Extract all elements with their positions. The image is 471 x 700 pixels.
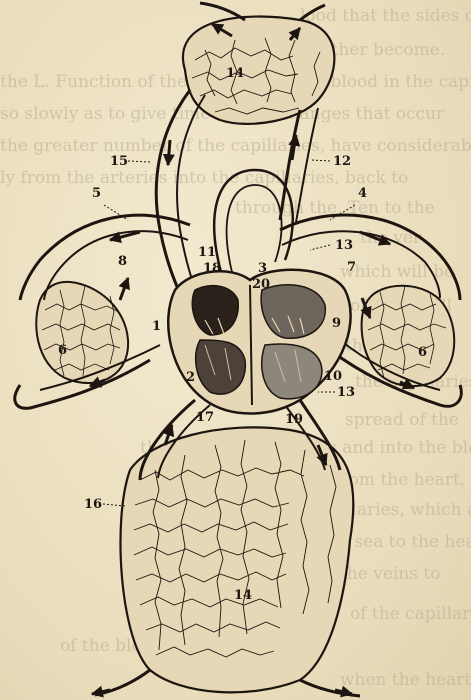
label-11: 11	[198, 245, 216, 260]
label-18: 18	[203, 261, 221, 276]
lower-capillary-network	[120, 427, 353, 692]
label-19: 19	[285, 412, 303, 427]
label-1: 1	[152, 319, 161, 334]
label-14-lower: 14	[234, 588, 252, 603]
label-14-upper: 14	[226, 66, 244, 81]
upper-capillary-network	[183, 17, 334, 124]
label-5: 5	[92, 186, 101, 201]
label-2: 2	[186, 370, 195, 385]
label-17: 17	[196, 410, 214, 425]
label-15: 15	[110, 154, 128, 169]
label-9: 9	[332, 316, 341, 331]
label-12: 12	[333, 154, 351, 169]
right-capillary-network	[362, 286, 455, 386]
label-20: 20	[252, 277, 270, 292]
label-16: 16	[84, 497, 102, 512]
left-capillary-network	[36, 282, 128, 383]
label-6-left: 6	[58, 343, 67, 358]
label-6-right: 6	[418, 345, 427, 360]
label-13-upper: 13	[335, 238, 353, 253]
label-13-lower: 13	[337, 385, 355, 400]
label-7: 7	[347, 260, 356, 275]
label-3: 3	[258, 261, 267, 276]
label-8: 8	[118, 254, 127, 269]
label-4: 4	[358, 186, 367, 201]
label-10: 10	[324, 369, 342, 384]
